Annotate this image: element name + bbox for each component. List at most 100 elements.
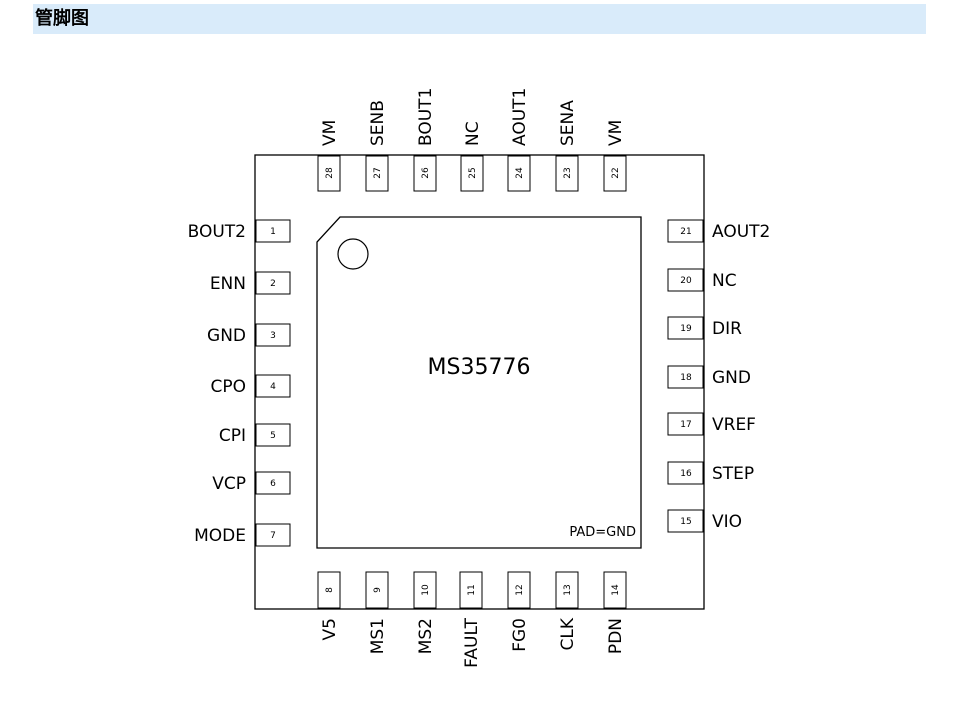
pin-label: GND <box>712 368 751 388</box>
pin-left-4: 5 CPI <box>219 423 291 447</box>
pin-number: 8 <box>325 587 335 593</box>
pin-label: FAULT <box>462 617 482 667</box>
pin-number: 11 <box>467 584 477 595</box>
pin-number: 26 <box>421 167 431 179</box>
pin-top-5: 27 SENB <box>365 100 389 192</box>
pin-pad <box>555 571 579 609</box>
pin-number: 9 <box>373 587 383 593</box>
pin-number: 1 <box>270 227 276 237</box>
pin-right-3: 18 GND <box>667 365 751 389</box>
pin-number: 18 <box>680 373 692 383</box>
pin-label: AOUT2 <box>712 222 770 242</box>
pin-pad <box>667 268 704 292</box>
pin-number: 21 <box>680 227 691 237</box>
pin-label: BOUT2 <box>188 222 246 242</box>
pin-number: 4 <box>270 382 276 392</box>
pin-pad <box>667 509 704 533</box>
pin-pad <box>255 374 291 398</box>
pin-label: FG0 <box>510 618 530 652</box>
pin-left-1: 2 ENN <box>210 271 291 295</box>
pin-number: 5 <box>270 431 276 441</box>
pin-pad <box>459 571 483 609</box>
pin-right-5: 20 NC <box>667 268 737 292</box>
pin-pad <box>365 571 389 609</box>
pin-number: 20 <box>680 276 692 286</box>
pin-pad <box>507 155 531 192</box>
pin-label: STEP <box>712 464 754 484</box>
pin-label: VM <box>320 120 340 146</box>
pin-pad <box>255 271 291 295</box>
pin-number: 27 <box>373 167 383 178</box>
pin-pad <box>255 219 291 243</box>
pin-pad <box>603 571 627 609</box>
pin-number: 23 <box>563 167 573 178</box>
pin-label: VIO <box>712 512 742 532</box>
pin-pad <box>555 155 579 192</box>
pin-label: VREF <box>712 415 756 435</box>
pin-pad <box>667 219 704 243</box>
pin-label: DIR <box>712 319 742 339</box>
pin-number: 17 <box>680 420 691 430</box>
pin-pad <box>255 471 291 495</box>
pin-pad <box>255 323 291 347</box>
exposed-pad <box>316 216 642 549</box>
pin-number: 3 <box>270 331 276 341</box>
pin-label: SENA <box>558 100 578 146</box>
pin-pad <box>667 316 704 340</box>
chip-name: MS35776 <box>428 355 531 380</box>
pin-label: PDN <box>606 618 626 654</box>
pin-label: AOUT1 <box>510 88 530 146</box>
pin-pad <box>507 571 531 609</box>
pin-label: NC <box>712 271 737 291</box>
section-header: 管脚图 <box>33 4 926 34</box>
pin-left-6: 7 MODE <box>194 523 291 547</box>
pin-number: 12 <box>515 584 525 595</box>
pin-label: V5 <box>320 618 340 640</box>
pin-left-0: 1 BOUT2 <box>188 219 291 243</box>
pin-right-0: 15 VIO <box>667 509 742 533</box>
pin-label: SENB <box>368 100 388 146</box>
pin-pad <box>667 365 704 389</box>
pin-pad <box>667 412 704 436</box>
pin-number: 25 <box>468 167 478 178</box>
pin-pad <box>255 523 291 547</box>
pin-label: NC <box>463 121 483 146</box>
pin-number: 10 <box>421 584 431 596</box>
section-title: 管脚图 <box>35 8 89 29</box>
pin-label: MS1 <box>368 618 388 654</box>
pin-label: GND <box>207 326 246 346</box>
pin-left-2: 3 GND <box>207 323 291 347</box>
pin-number: 7 <box>270 531 276 541</box>
pin-number: 28 <box>325 167 335 179</box>
pin-label: ENN <box>210 274 246 294</box>
pin-pad <box>365 155 389 192</box>
pin-pad <box>413 571 437 609</box>
pin-pad <box>317 155 341 192</box>
pin-number: 13 <box>563 584 573 595</box>
pin-top-6: 28 VM <box>317 120 341 192</box>
pin-pad <box>460 155 484 192</box>
pin-label: VM <box>606 120 626 146</box>
pin-label: MODE <box>194 526 246 546</box>
pin-top-3: 25 NC <box>460 121 484 192</box>
pin-number: 2 <box>270 279 276 289</box>
pin-right-2: 17 VREF <box>667 412 756 436</box>
pin-bottom-0: 8V5 <box>317 571 341 640</box>
pin-number: 22 <box>611 167 621 178</box>
pin-number: 15 <box>680 517 691 527</box>
pin-number: 14 <box>611 584 621 596</box>
pin-right-6: 21 AOUT2 <box>667 219 770 243</box>
pin-pad <box>317 571 341 609</box>
pin-label: BOUT1 <box>416 88 436 146</box>
pin-label: VCP <box>212 474 246 494</box>
pin-label: CPI <box>219 426 246 446</box>
